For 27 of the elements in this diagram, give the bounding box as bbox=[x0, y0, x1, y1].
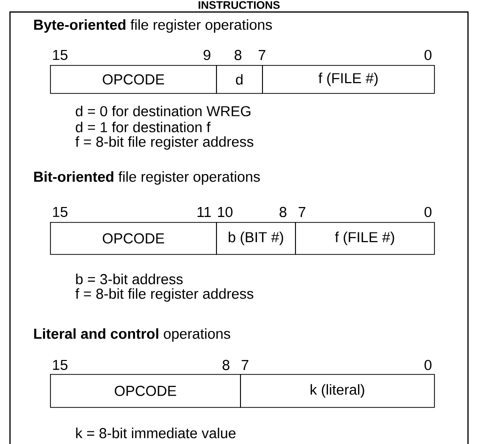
bit-number: 7 bbox=[298, 207, 306, 217]
field-box: f (FILE #) bbox=[262, 65, 435, 94]
section-heading: Literal and control operations bbox=[34, 328, 230, 342]
field-box: OPCODE bbox=[50, 374, 241, 408]
field-box: k (literal) bbox=[240, 374, 435, 408]
bit-number: 11 bbox=[198, 207, 211, 217]
bit-number: 7 bbox=[258, 50, 266, 60]
field-box: f (FILE #) bbox=[295, 222, 435, 255]
bit-number: 7 bbox=[242, 360, 248, 370]
field-note: b = 3-bit address bbox=[76, 274, 183, 284]
title: INSTRUCTIONS bbox=[198, 1, 280, 9]
bit-number: 9 bbox=[204, 50, 210, 60]
field-box: OPCODE bbox=[50, 65, 217, 94]
field-note: d = 1 for destination f bbox=[76, 122, 211, 132]
section-heading: Bit-oriented file register operations bbox=[34, 171, 260, 185]
field-box: b (BIT #) bbox=[216, 222, 296, 255]
bit-number: 8 bbox=[222, 360, 230, 370]
field-note: k = 8-bit immediate value bbox=[76, 428, 236, 438]
section-heading: Byte-oriented file register operations bbox=[34, 19, 272, 33]
field-box: d bbox=[216, 65, 263, 94]
field-note: f = 8-bit file register address bbox=[75, 136, 254, 150]
bit-number: 10 bbox=[218, 206, 232, 218]
field-note: d = 0 for destination WREG bbox=[76, 106, 250, 116]
bit-number: 8 bbox=[280, 206, 286, 218]
field-box: OPCODE bbox=[50, 222, 217, 255]
field-note: f = 8-bit file register address bbox=[75, 288, 254, 302]
bit-number: 8 bbox=[234, 50, 242, 60]
